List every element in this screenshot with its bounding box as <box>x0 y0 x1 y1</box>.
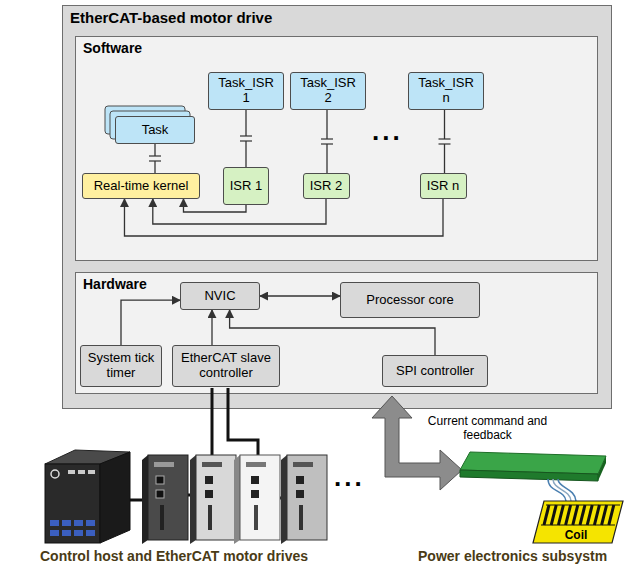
motor-drive <box>281 455 327 544</box>
task-box: Task_ISR n <box>408 72 484 110</box>
command-feedback-arrow <box>372 396 462 490</box>
box-label: Task_ISR n <box>413 76 479 106</box>
break-mark <box>438 139 452 144</box>
hardware-block: SPI controller <box>382 355 488 387</box>
box-label: Task_ISR 1 <box>213 76 279 106</box>
box-label: Processor core <box>366 293 453 308</box>
caption-label: Power electronics subsystm <box>418 548 607 564</box>
ellipsis: ... <box>334 462 365 493</box>
kernel-box: Real-time kernel <box>82 173 200 199</box>
software-panel: SoftwareTask Task_ISR 1 Task_ISR 2 Task_ISR… <box>75 36 598 261</box>
box-label: ISR 2 <box>310 179 343 194</box>
isr-box: ISR 2 <box>303 173 350 199</box>
task-box: Task_ISR 2 <box>290 72 366 110</box>
box-label: Task_ISR 2 <box>295 76 361 106</box>
connector <box>211 310 212 345</box>
panel-title: Hardware <box>83 276 147 292</box>
connector <box>260 295 340 296</box>
coil-shape: Coil <box>532 500 624 544</box>
box-label: ISR n <box>427 179 460 194</box>
signal-label: Current command and feedback <box>425 414 550 443</box>
connector <box>183 199 246 212</box>
ellipsis: ... <box>372 116 403 147</box>
box-label: System tick timer <box>85 351 157 381</box>
hardware-block: System tick timer <box>80 345 162 387</box>
drive-enclosure: EtherCAT-based motor driveSoftwareTask Ta… <box>62 5 612 409</box>
task-stack-card <box>105 106 185 134</box>
isr-box: ISR n <box>420 173 467 199</box>
box-label: SPI controller <box>396 364 474 379</box>
hardware-block: EtherCAT slave controller <box>172 345 280 387</box>
motor-drive <box>234 455 280 544</box>
connector <box>245 110 246 167</box>
panel-title: EtherCAT-based motor drive <box>70 9 272 26</box>
caption-label: Control host and EtherCAT motor drives <box>40 548 308 564</box>
task-stack-card <box>110 111 190 139</box>
task-box: Task_ISR 1 <box>208 72 284 110</box>
break-mark <box>239 136 253 141</box>
box-label: Real-time kernel <box>94 179 189 194</box>
connector <box>230 310 435 355</box>
motor-drive <box>190 455 236 544</box>
connector <box>444 110 445 173</box>
box-label: NVIC <box>204 289 235 304</box>
break-mark <box>148 156 162 161</box>
box-label: Task <box>142 123 169 138</box>
connector <box>326 110 327 173</box>
connector <box>124 199 443 236</box>
box-label: EtherCAT slave controller <box>177 351 275 381</box>
power-electronics-board <box>460 452 606 481</box>
task-box: Task <box>115 116 195 144</box>
box-label: ISR 1 <box>230 179 263 194</box>
panel-title: Software <box>83 40 142 56</box>
isr-box: ISR 1 <box>223 167 269 205</box>
connector <box>153 199 326 224</box>
hardware-block: NVIC <box>180 282 260 310</box>
connector <box>121 300 180 345</box>
hardware-panel: HardwareNVIC Processor coreSystem tick ti… <box>75 272 598 394</box>
hardware-block: Processor core <box>340 282 480 318</box>
coil-wire <box>548 479 576 501</box>
motor-drive <box>142 455 188 544</box>
box-label: Coil <box>532 528 620 542</box>
connector <box>154 144 155 173</box>
break-mark <box>320 139 334 144</box>
control-host <box>45 450 130 543</box>
